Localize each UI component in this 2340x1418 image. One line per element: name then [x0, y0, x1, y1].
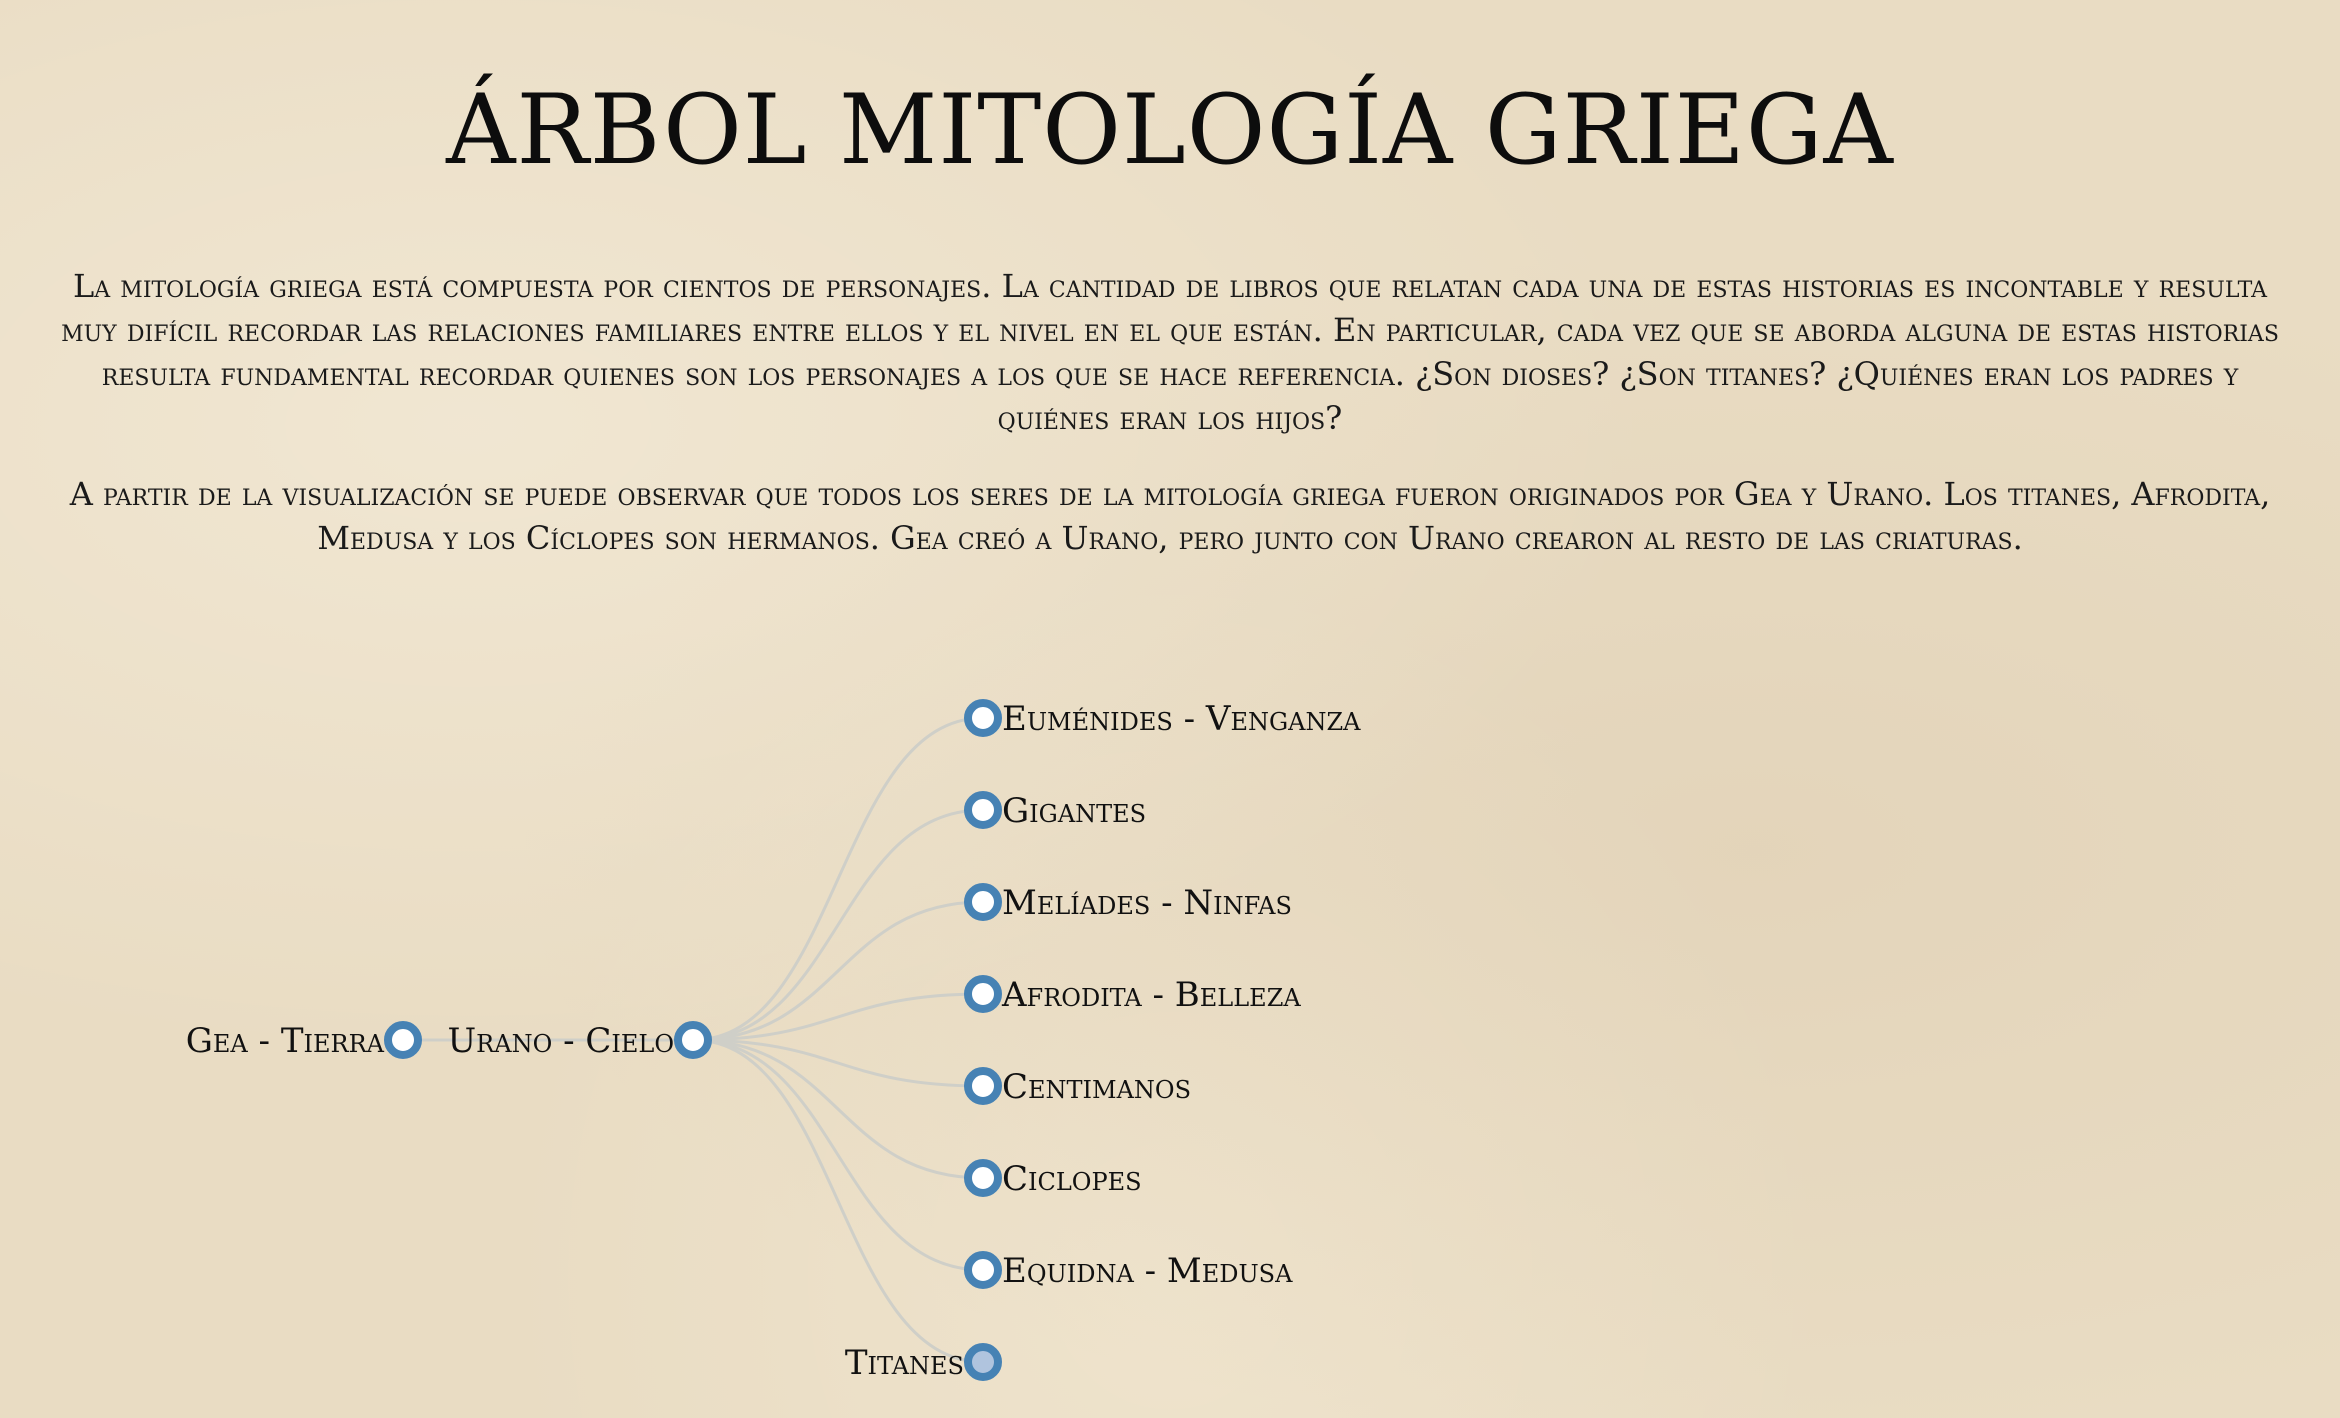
node-label: Ciclopes [1002, 1159, 1142, 1199]
link-equidna-medusa [692, 1038, 984, 1272]
node-circle-icon[interactable] [384, 1021, 422, 1059]
family-tree-diagram: Gea - Tierra Urano - Cielo Euménides - Ven… [186, 699, 1361, 1383]
tree-node-titanes[interactable]: Titanes [845, 1343, 1002, 1383]
intro-paragraph-2: A partir de la visualización se puede ob… [69, 475, 2271, 557]
link-gigantes [692, 808, 984, 1042]
node-circle-icon[interactable] [964, 883, 1002, 921]
link-titanes [692, 1038, 984, 1364]
tree-node-equidna-medusa[interactable]: Equidna - Medusa [964, 1251, 1293, 1291]
node-label: Equidna - Medusa [1002, 1251, 1293, 1291]
tree-node-gigantes[interactable]: Gigantes [964, 791, 1146, 831]
intro-paragraph-1: La mitología griega está compuesta por c… [61, 267, 2279, 437]
node-label: Centimanos [1002, 1067, 1191, 1107]
node-label: Gea - Tierra [186, 1021, 385, 1061]
node-circle-icon[interactable] [964, 1159, 1002, 1197]
node-circle-icon[interactable] [964, 975, 1002, 1013]
tree-nodes: Gea - Tierra Urano - Cielo Euménides - Ven… [186, 699, 1361, 1383]
tree-node-gea-tierra[interactable]: Gea - Tierra [186, 1021, 422, 1061]
node-label: Urano - Cielo [448, 1021, 674, 1061]
link-centimanos [692, 1038, 984, 1088]
link-eumenides-venganza [692, 716, 984, 1042]
node-circle-icon[interactable] [964, 1343, 1002, 1381]
node-label: Gigantes [1002, 791, 1146, 831]
node-label: Titanes [845, 1343, 964, 1383]
node-label: Melíades - Ninfas [1002, 883, 1292, 923]
tree-node-meliades-ninfas[interactable]: Melíades - Ninfas [964, 883, 1292, 923]
node-label: Euménides - Venganza [1002, 699, 1361, 739]
tree-node-ciclopes[interactable]: Ciclopes [964, 1159, 1142, 1199]
tree-node-centimanos[interactable]: Centimanos [964, 1067, 1191, 1107]
node-label: Afrodita - Belleza [1001, 975, 1301, 1015]
link-meliades-ninfas [692, 900, 984, 1042]
tree-node-urano-cielo[interactable]: Urano - Cielo [448, 1021, 712, 1061]
node-circle-icon[interactable] [964, 1067, 1002, 1105]
tree-node-eumenides-venganza[interactable]: Euménides - Venganza [964, 699, 1361, 739]
page-title: ÁRBOL MITOLOGÍA GRIEGA [446, 74, 1894, 186]
node-circle-icon[interactable] [964, 699, 1002, 737]
link-ciclopes [692, 1038, 984, 1180]
node-circle-icon[interactable] [964, 1251, 1002, 1289]
node-circle-icon[interactable] [674, 1021, 712, 1059]
tree-links [403, 716, 984, 1364]
link-afrodita-belleza [692, 992, 984, 1042]
node-circle-icon[interactable] [964, 791, 1002, 829]
tree-node-afrodita-belleza[interactable]: Afrodita - Belleza [964, 975, 1301, 1015]
